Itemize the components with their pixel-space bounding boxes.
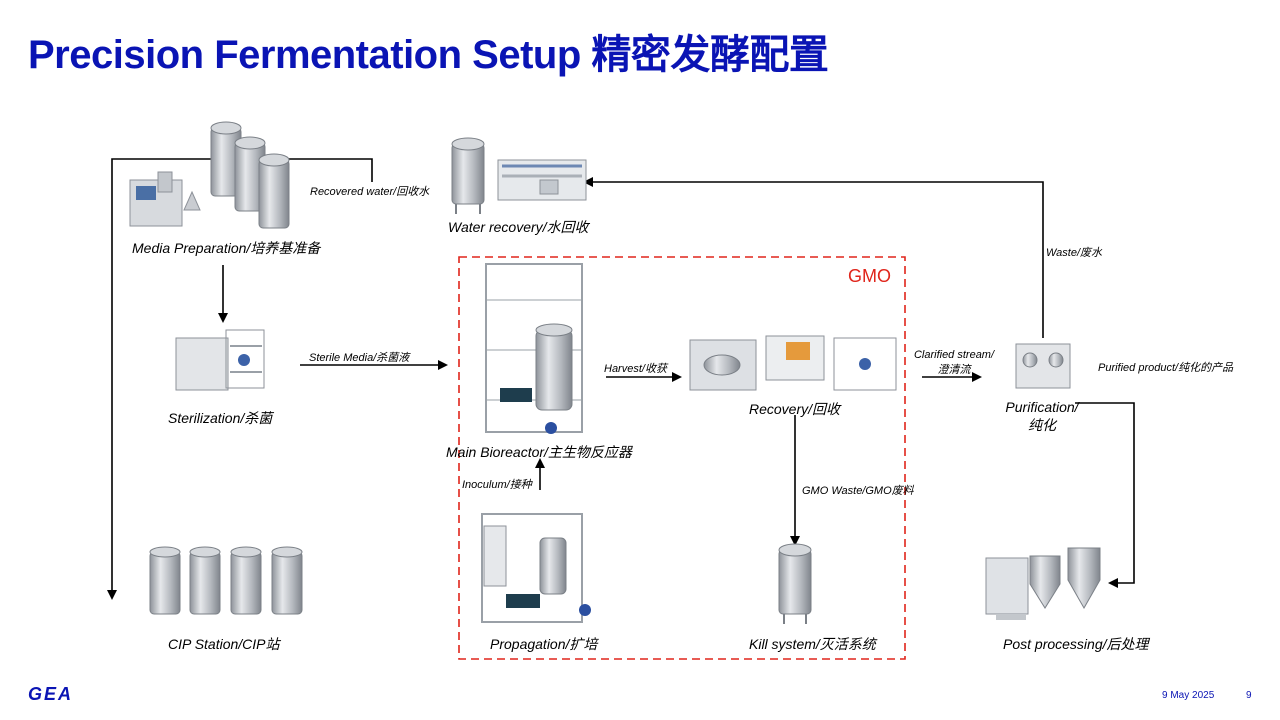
main-bioreactor-label: Main Bioreactor/主生物反应器	[446, 444, 632, 460]
clarified-stream-label-line2: 澄清流	[937, 364, 971, 376]
purification-label-line1: Purification/	[1005, 399, 1079, 415]
purification-label: Purification/ 纯化	[1000, 399, 1084, 435]
post-processing-illustration	[985, 547, 1101, 620]
purified-product-arrow	[1075, 402, 1135, 588]
clarified-stream-label-line1: Clarified stream/	[913, 349, 995, 361]
gmo-waste-label: GMO Waste/GMO废料	[802, 485, 914, 497]
media-preparation-label: Media Preparation/培养基准备	[132, 240, 321, 256]
sterile-media-label: Sterile Media/杀菌液	[309, 352, 410, 364]
recovery-illustration	[689, 335, 897, 391]
main-bioreactor-illustration	[485, 263, 583, 434]
page-title: Precision Fermentation Setup 精密发酵配置	[28, 33, 829, 77]
purification-illustration	[1015, 343, 1071, 389]
waste-label: Waste/废水	[1046, 247, 1103, 259]
kill-system-illustration	[778, 543, 812, 624]
recovery-label: Recovery/回收	[749, 401, 841, 417]
water-recovery-illustration	[451, 137, 587, 214]
purification-label-line2: 纯化	[1028, 417, 1056, 433]
gmo-label: GMO	[848, 266, 891, 286]
kill-system-label: Kill system/灭活系统	[749, 636, 876, 652]
purified-product-label: Purified product/纯化的产品	[1098, 362, 1234, 374]
propagation-illustration	[481, 513, 591, 623]
propagation-label: Propagation/扩培	[490, 636, 598, 652]
media-preparation-illustration	[129, 121, 290, 229]
footer-date: 9 May 2025	[1162, 690, 1215, 701]
gmo-boundary	[458, 256, 906, 660]
inoculum-label: Inoculum/接种	[462, 479, 532, 491]
gea-logo: GEA	[28, 684, 74, 704]
water-recovery-label: Water recovery/水回收	[448, 219, 589, 235]
cip-station-label: CIP Station/CIP站	[168, 636, 280, 652]
clarified-stream-label: Clarified stream/ 澄清流	[906, 349, 1002, 377]
harvest-label: Harvest/收获	[604, 363, 667, 375]
page-number: 9	[1246, 690, 1252, 701]
waste-arrow	[583, 177, 1044, 338]
sterilization-illustration	[175, 329, 265, 391]
sterilization-label: Sterilization/杀菌	[168, 410, 273, 426]
post-processing-label: Post processing/后处理	[1003, 636, 1149, 652]
recovered-water-label: Recovered water/回收水	[310, 186, 430, 198]
cip-station-illustration	[149, 546, 303, 615]
